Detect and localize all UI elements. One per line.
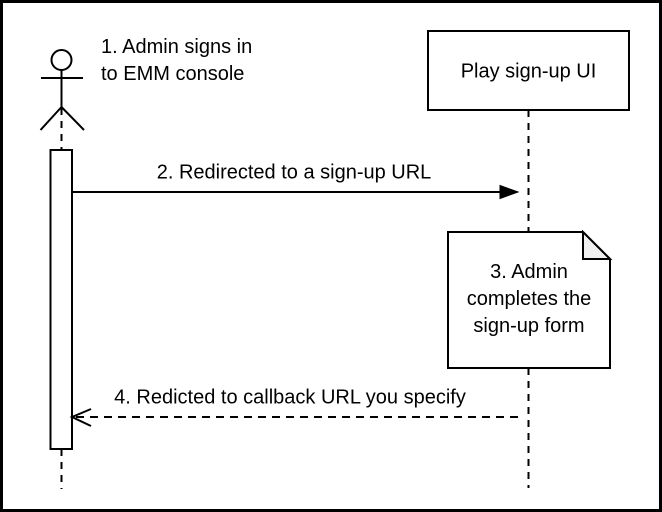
actor-right-leg	[60, 106, 85, 131]
actor-left-leg	[39, 106, 63, 131]
actor-label-line1: 1. Admin signs in	[101, 36, 252, 58]
message-2-label: 2. Redirected to a sign-up URL	[157, 162, 432, 184]
actor-admin-figure	[39, 49, 85, 131]
message-2-arrow	[72, 184, 520, 200]
message-4-arrow	[69, 408, 524, 427]
note-shape	[447, 229, 613, 369]
message-2-arrowhead-icon	[499, 184, 520, 200]
note-label-line2: completes the	[467, 288, 592, 310]
participant-box	[427, 30, 630, 111]
message-4-label: 4. Redicted to callback URL you specify	[114, 387, 466, 409]
note-label-line3: sign-up form	[473, 315, 584, 337]
actor-label-line2: to EMM console	[101, 63, 244, 85]
participant-label: Play sign-up UI	[461, 61, 597, 83]
note-body	[447, 231, 611, 369]
note-folded-corner-icon	[582, 229, 613, 260]
note-label-line1: 3. Admin	[490, 261, 568, 283]
actor-activation-bar	[49, 149, 73, 450]
message-4-open-arrowhead-icon	[69, 408, 92, 427]
